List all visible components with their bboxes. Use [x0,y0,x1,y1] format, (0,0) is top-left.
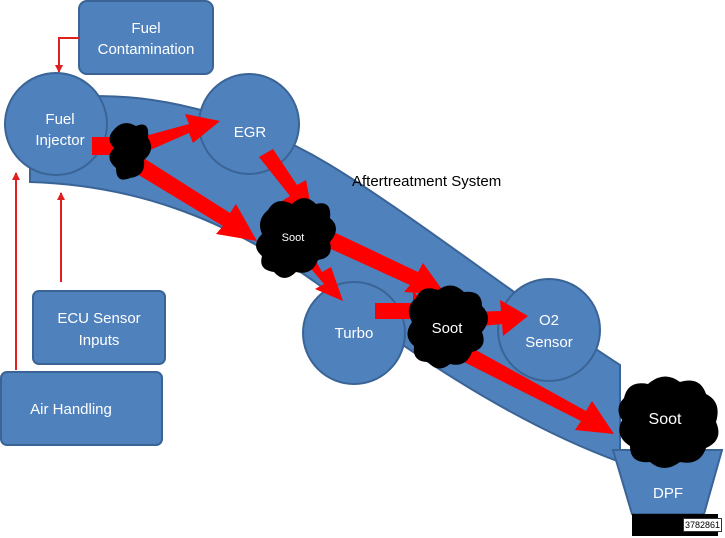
contamination-to-injector-line [55,37,79,73]
fuel-contamination-label-2: Contamination [98,41,195,58]
o2-sensor-node: O2 Sensor [497,278,601,382]
air-handling-label: Air Handling [30,401,112,418]
air-handling-box: Air Handling [0,371,163,446]
turbo-node: Turbo [302,281,406,385]
soot-blob-center: Soot [256,198,336,278]
ecu-sensor-inputs-box: ECU Sensor Inputs [32,290,166,365]
soot-label-center: Soot [282,232,305,244]
fuel-contamination-box: Fuel Contamination [78,0,214,75]
flow-arrow-soot-to-center-soot [132,157,257,241]
fuel-injector-label-1: Fuel [45,111,74,128]
soot-blob-middle: Soot [407,285,488,369]
soot-blob-dpf: Soot [618,376,719,468]
fuel-injector-label-2: Injector [35,132,84,149]
o2-sensor-label-2: Sensor [525,334,573,351]
o2-sensor-label-1: O2 [539,312,559,329]
ecu-sensor-inputs-label-1: ECU Sensor [57,310,140,327]
egr-node: EGR [198,73,300,175]
soot-blob-injector [109,123,152,180]
dpf-label: DPF [653,485,683,502]
soot-label-dpf: Soot [649,411,682,428]
fuel-contamination-label-1: Fuel [131,20,160,37]
egr-label: EGR [234,124,267,141]
flow-arrow-center-soot-to-middle-soot [311,226,446,295]
flow-arrow-middle-soot-to-o2 [470,300,528,336]
figure-id-label: 3782861 [683,518,722,532]
turbo-label: Turbo [335,325,374,342]
flow-arrow-middle-soot-to-dpf [454,343,614,434]
fuel-injector-node: Fuel Injector [4,72,108,176]
ecu-sensor-inputs-label-2: Inputs [79,332,120,349]
aftertreatment-system-label: Aftertreatment System [352,173,501,190]
soot-label-middle: Soot [432,320,464,337]
